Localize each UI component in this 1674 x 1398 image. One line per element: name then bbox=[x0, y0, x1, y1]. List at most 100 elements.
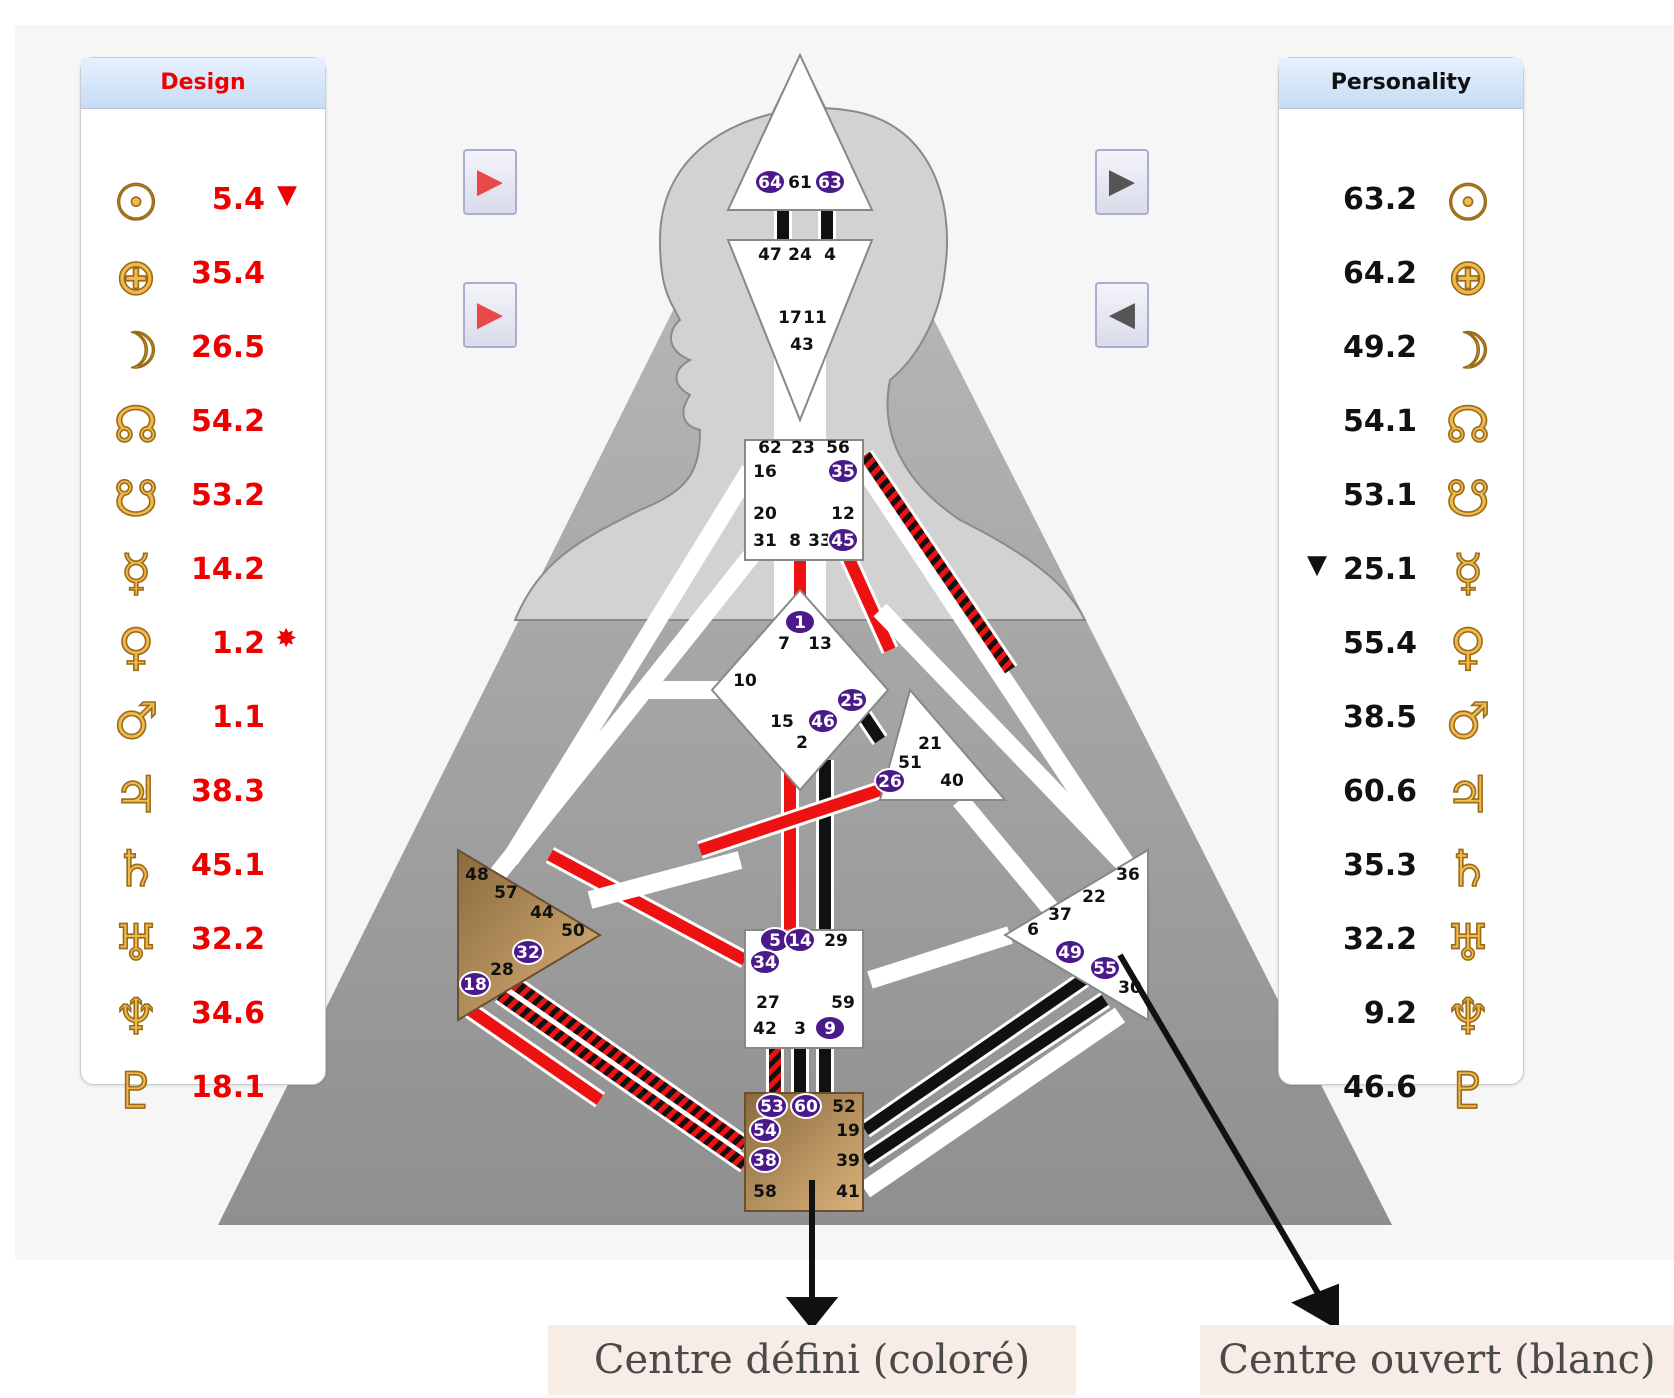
north-node-icon: ☊ bbox=[1445, 395, 1491, 455]
personality-next-button[interactable]: ▶ bbox=[1095, 149, 1149, 215]
personality-row: ☽ 49.2 bbox=[1279, 316, 1523, 390]
gate-number-12: 12 bbox=[831, 504, 855, 524]
gate-number-58: 58 bbox=[753, 1182, 777, 1202]
south-node-icon: ☋ bbox=[1445, 469, 1491, 529]
personality-gate-value: 9.2 bbox=[1363, 996, 1417, 1031]
gate-number-33: 33 bbox=[808, 531, 832, 551]
channel-personality bbox=[861, 995, 1109, 1165]
gate-number-40: 40 bbox=[940, 771, 964, 791]
gate-badge bbox=[827, 527, 859, 553]
gate-number-51: 51 bbox=[898, 753, 922, 773]
gate-number-7: 7 bbox=[778, 634, 790, 654]
gate-badge bbox=[754, 169, 786, 195]
spleen-center bbox=[457, 848, 602, 1022]
personality-gate-value: 60.6 bbox=[1342, 774, 1417, 809]
gate-number-13: 13 bbox=[808, 634, 832, 654]
personality-gate-value: 46.6 bbox=[1342, 1070, 1417, 1105]
gate-number-20: 20 bbox=[753, 504, 777, 524]
gate-badge bbox=[807, 708, 839, 734]
design-row: ⊕35.4 bbox=[81, 242, 325, 316]
personality-row: ♅ 32.2 bbox=[1279, 908, 1523, 982]
design-gate-value: 1.1 bbox=[211, 700, 265, 735]
ajna-center bbox=[726, 239, 874, 423]
gate-number-48: 48 bbox=[465, 865, 489, 885]
design-gate-value: 53.2 bbox=[190, 478, 265, 513]
heart-center bbox=[878, 687, 1008, 801]
moon-icon: ☽ bbox=[1445, 321, 1491, 381]
gate-badge bbox=[827, 458, 859, 484]
gate-number-45: 45 bbox=[831, 531, 855, 551]
gate-number-15: 15 bbox=[770, 712, 794, 732]
personality-gate-value: 49.2 bbox=[1342, 330, 1417, 365]
personality-row: ♇46.6 bbox=[1279, 1056, 1523, 1130]
personality-gate-value: 53.1 bbox=[1342, 478, 1417, 513]
gate-number-41: 41 bbox=[836, 1182, 860, 1202]
saturn-icon: ♄ bbox=[113, 839, 159, 899]
personality-gate-value: 64.2 bbox=[1342, 256, 1417, 291]
uranus-icon: ♅ bbox=[113, 913, 159, 973]
design-gate-value: 38.3 bbox=[190, 774, 265, 809]
down-triangle-icon: ▼ bbox=[277, 180, 297, 210]
personality-row: ♃ 60.6 bbox=[1279, 760, 1523, 834]
gate-badge bbox=[459, 971, 491, 997]
channel-base bbox=[859, 1007, 1126, 1198]
design-gate-value: 26.5 bbox=[190, 330, 265, 365]
uranus-icon: ♅ bbox=[1445, 913, 1491, 973]
channel-design bbox=[466, 1005, 604, 1105]
gate-number-64: 64 bbox=[758, 173, 782, 193]
design-row: ☉5.4▼ bbox=[81, 168, 325, 242]
design-gate-value: 1.2 bbox=[211, 626, 265, 661]
arrow-right-icon: ▶ bbox=[476, 294, 504, 334]
gate-number-46: 46 bbox=[811, 712, 835, 732]
jupiter-icon: ♃ bbox=[1445, 765, 1491, 825]
gate-number-2: 2 bbox=[796, 733, 808, 753]
channel-design bbox=[698, 784, 882, 856]
g-center bbox=[710, 588, 890, 792]
gate-number-4: 4 bbox=[824, 245, 836, 265]
moon-icon: ☽ bbox=[113, 321, 159, 381]
gate-badge bbox=[814, 169, 846, 195]
personality-prev-button[interactable]: ◀ bbox=[1095, 282, 1149, 348]
gate-number-19: 19 bbox=[836, 1121, 860, 1141]
design-gate-value: 18.1 bbox=[190, 1070, 265, 1105]
personality-row: ♆9.2 bbox=[1279, 982, 1523, 1056]
gate-number-56: 56 bbox=[826, 438, 850, 458]
personality-gate-value: 32.2 bbox=[1342, 922, 1417, 957]
gate-number-11: 11 bbox=[803, 308, 827, 328]
design-gate-value: 54.2 bbox=[190, 404, 265, 439]
gate-number-49: 49 bbox=[1058, 943, 1082, 963]
gate-number-60: 60 bbox=[794, 1097, 818, 1117]
gate-number-63: 63 bbox=[818, 173, 842, 193]
gate-number-37: 37 bbox=[1048, 905, 1072, 925]
gate-number-1: 1 bbox=[794, 613, 806, 633]
gate-number-55: 55 bbox=[1093, 959, 1117, 979]
gate-number-35: 35 bbox=[831, 462, 855, 482]
design-row: ♇18.1 bbox=[81, 1056, 325, 1130]
gate-badge bbox=[814, 1015, 846, 1041]
arrow-open-head bbox=[1291, 1283, 1339, 1331]
gate-number-54: 54 bbox=[753, 1121, 777, 1141]
mercury-icon: ☿ bbox=[1452, 543, 1484, 603]
caption-open-center: Centre ouvert (blanc) bbox=[1200, 1325, 1674, 1395]
gate-badge bbox=[784, 609, 816, 635]
caption-defined-center: Centre défini (coloré) bbox=[548, 1325, 1076, 1395]
gate-number-18: 18 bbox=[463, 975, 487, 995]
gate-badge bbox=[512, 939, 544, 965]
annotation-arrows bbox=[785, 953, 1339, 1331]
personality-row: ☋ 53.1 bbox=[1279, 464, 1523, 538]
channel-design bbox=[547, 849, 748, 966]
design-gate-value: 32.2 bbox=[190, 922, 265, 957]
gate-number-25: 25 bbox=[840, 691, 864, 711]
channel-base bbox=[477, 539, 768, 896]
personality-gate-value: 25.1 bbox=[1342, 552, 1417, 587]
venus-icon: ♀ bbox=[117, 617, 155, 677]
personality-row: ♀55.4 bbox=[1279, 612, 1523, 686]
design-next-button[interactable]: ▶ bbox=[463, 149, 517, 215]
design-gate-value: 45.1 bbox=[190, 848, 265, 883]
star-icon: ✸ bbox=[275, 624, 297, 654]
design-row: ♂1.1 bbox=[81, 686, 325, 760]
personality-row: ☉63.2 bbox=[1279, 168, 1523, 242]
personality-gate-value: 38.5 bbox=[1342, 700, 1417, 735]
design-prev-button[interactable]: ▶ bbox=[463, 282, 517, 348]
personality-row: ☊54.1 bbox=[1279, 390, 1523, 464]
